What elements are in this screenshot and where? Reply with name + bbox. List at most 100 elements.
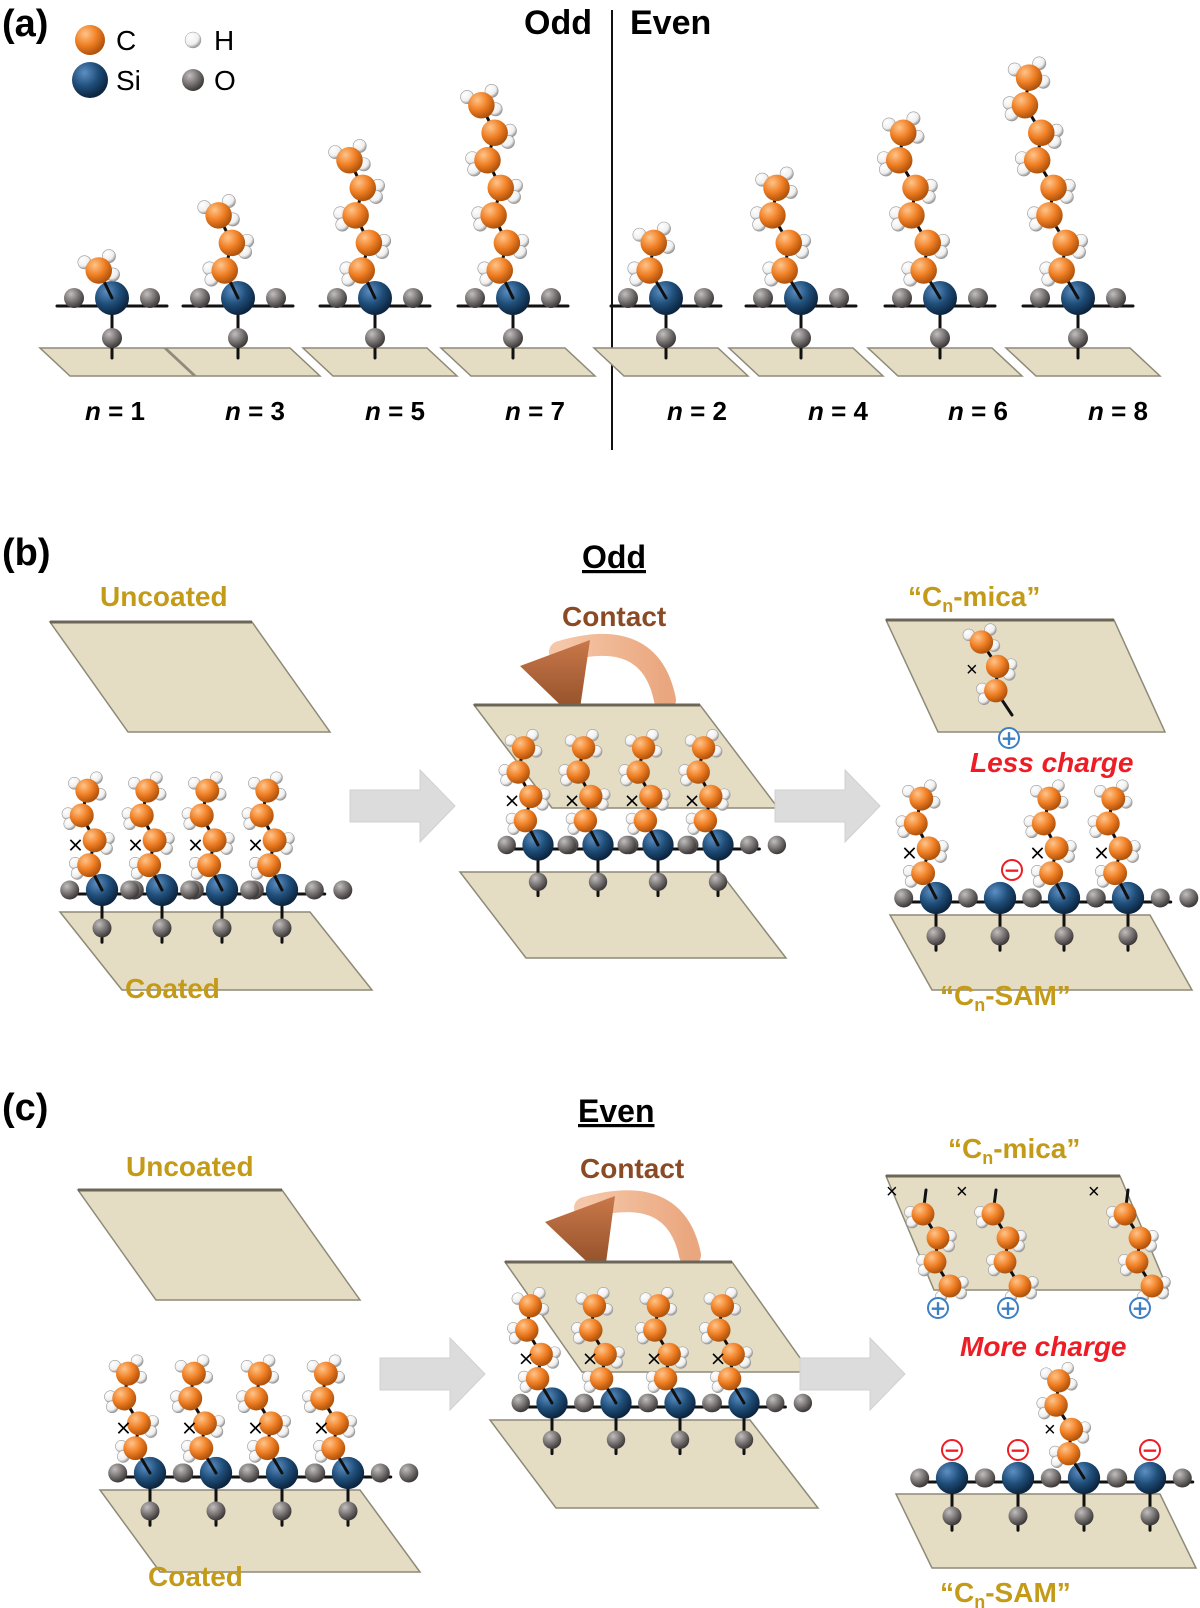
oxygen-atom — [606, 1430, 626, 1450]
legend-oxygen-label: O — [214, 65, 236, 96]
atom-legend: C Si H O — [72, 25, 236, 98]
carbon-atom — [474, 147, 501, 174]
oxygen-atom — [958, 888, 978, 908]
alkyl-chain: × — [498, 729, 551, 847]
legend-silicon-label: Si — [116, 65, 141, 96]
oxygen-atom — [1030, 288, 1050, 308]
oxygen-atom — [1106, 288, 1126, 308]
oxygen-atom — [708, 872, 728, 891]
panel-c-contact-stack: ×××× — [488, 1260, 820, 1509]
oxygen-atom — [1140, 1506, 1160, 1526]
oxygen-atom — [541, 288, 561, 308]
oxygen-atom — [588, 872, 608, 891]
oxygen-atom — [1068, 328, 1088, 348]
carbon-atom — [342, 202, 369, 229]
negative-charge-icon — [1007, 1439, 1029, 1461]
oxygen-atom — [656, 328, 676, 348]
carbon-atom — [1023, 147, 1051, 174]
carbon-atom — [1037, 786, 1062, 811]
molecule-n1 — [38, 249, 196, 377]
charge-sign: + — [930, 1296, 947, 1320]
carbon-atom — [202, 828, 227, 853]
carbon-atom — [579, 784, 603, 809]
carbon-atom — [1044, 1393, 1068, 1417]
oxygen-atom — [942, 1506, 962, 1526]
carbon-atom — [771, 257, 798, 284]
panel-c-process-arrow-2 — [799, 1336, 906, 1412]
carbon-atom — [1057, 1442, 1081, 1466]
carbon-atom — [259, 1411, 283, 1436]
carbon-atom — [985, 654, 1010, 679]
carbon-atom — [1039, 861, 1064, 886]
oxygen-atom — [968, 288, 988, 308]
carbon-atom — [579, 1318, 603, 1342]
charge-sign: + — [1000, 1296, 1017, 1320]
hydrogen-legend-icon — [184, 31, 202, 49]
oxygen-atom — [228, 328, 248, 348]
carbon-atom — [189, 1436, 214, 1461]
substrate-tile — [592, 347, 750, 377]
oxygen-atom — [1054, 926, 1074, 946]
carbon-atom — [255, 778, 280, 803]
panel-b-uncoated-label: Uncoated — [100, 581, 228, 612]
panel-c-title: Even — [578, 1093, 654, 1129]
positive-charge-icon — [997, 1297, 1019, 1319]
carbon-atom — [181, 1361, 206, 1386]
n-label-2: n = 2 — [667, 396, 727, 426]
carbon-atom — [631, 736, 656, 760]
carbon-legend-icon — [75, 25, 105, 55]
panel-b-contact-stack: ×××× — [458, 703, 788, 959]
carbon-atom — [249, 803, 274, 828]
oxygen-atom — [465, 288, 485, 308]
carbon-atom — [916, 836, 941, 861]
panel-b-sam-label: “Cn-SAM” — [940, 980, 1071, 1015]
carbon-atom — [135, 778, 160, 803]
carbon-atom — [1140, 1274, 1164, 1298]
alkyl-chain: × — [1087, 779, 1141, 900]
bottom-plate — [458, 871, 788, 959]
carbon-atom — [885, 147, 913, 174]
oxygen-atom — [694, 288, 714, 308]
n-label-1: n = 1 — [85, 396, 145, 426]
alkyl-chain: × — [104, 1354, 160, 1475]
carbon-atom — [902, 174, 929, 202]
charge-sign: − — [1142, 1438, 1159, 1462]
carbon-atom — [984, 679, 1008, 703]
oxygen-atom — [174, 1463, 194, 1483]
panel-b-uncoated-plate — [48, 620, 332, 733]
carbon-atom — [178, 1386, 203, 1411]
oxygen-atom — [272, 918, 292, 938]
oxygen-atom — [240, 880, 260, 900]
substrate-tile — [38, 347, 196, 377]
n-label-8: n = 8 — [1088, 396, 1148, 426]
carbon-atom — [571, 736, 596, 760]
substrate-tile — [439, 347, 597, 377]
molecule-n2 — [592, 221, 750, 377]
legend-hydrogen-label: H — [214, 25, 234, 56]
carbon-atom — [1008, 1274, 1032, 1298]
oxygen-atom — [793, 1393, 813, 1413]
carbon-atom — [633, 809, 658, 833]
negative-charge-icon — [941, 1439, 963, 1461]
substrate-tile — [866, 347, 1024, 377]
oxygen-legend-icon — [182, 69, 204, 91]
cleavage-mark: × — [313, 1415, 330, 1439]
carbon-atom — [1101, 786, 1126, 811]
carbon-atom — [914, 229, 942, 257]
cleavage-mark: × — [115, 1415, 132, 1439]
panel-b-mica-label: “Cn-mica” — [908, 581, 1040, 616]
carbon-atom — [77, 853, 102, 878]
cleavage-mark: × — [901, 840, 918, 864]
panel-b-label: (b) — [2, 532, 51, 574]
carbon-atom — [325, 1411, 349, 1436]
oxygen-atom — [990, 926, 1010, 946]
carbon-atom — [993, 1250, 1017, 1274]
molecule-series — [38, 56, 1162, 377]
oxygen-atom — [677, 835, 696, 855]
oxygen-atom — [120, 880, 140, 900]
carbon-atom — [1031, 811, 1056, 836]
even-header: Even — [630, 4, 711, 42]
oxygen-atom — [306, 1463, 326, 1483]
carbon-atom — [1048, 257, 1075, 284]
carbon-atom — [321, 1436, 346, 1461]
